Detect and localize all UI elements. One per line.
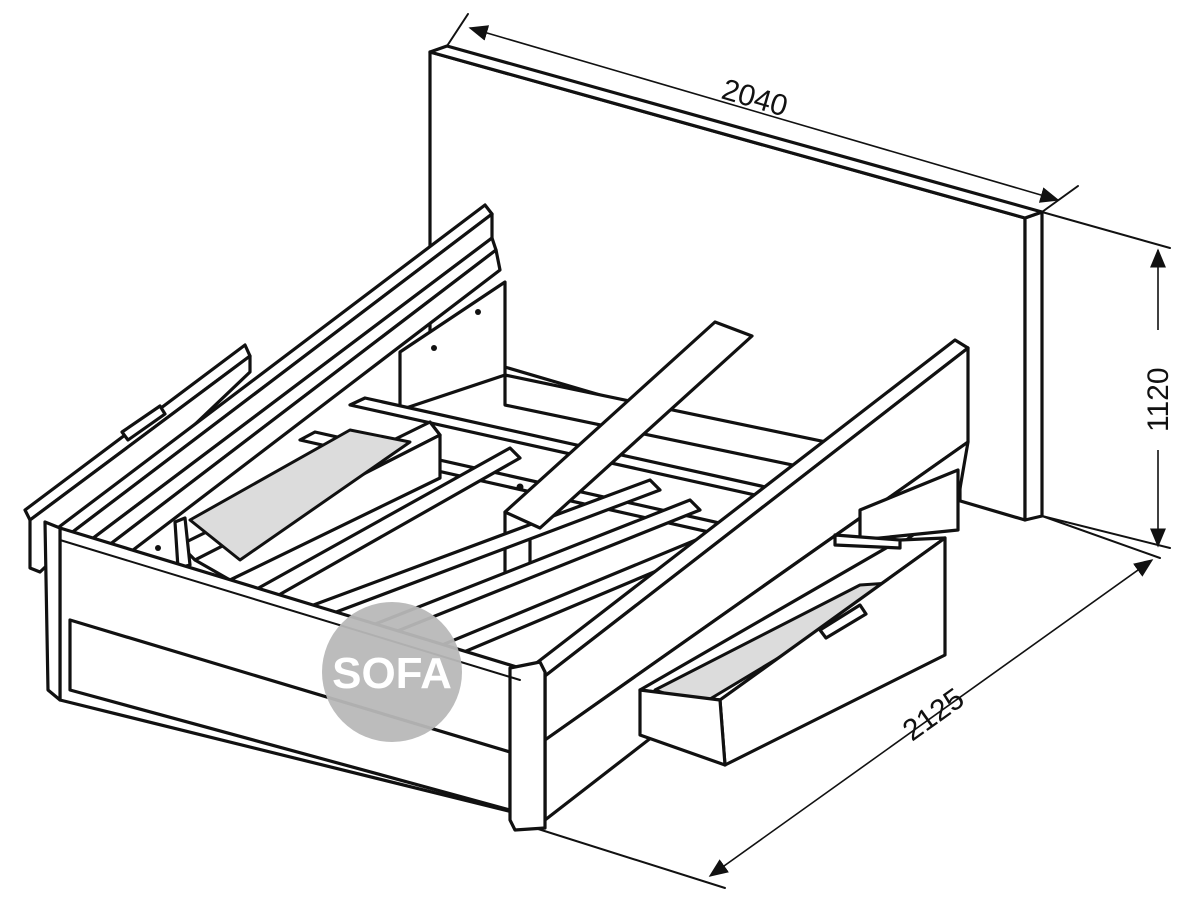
left-side-rails: [23, 203, 502, 574]
dimension-height: 1120: [1041, 211, 1175, 549]
drawer: [638, 533, 947, 767]
height-label: 1120: [1142, 367, 1175, 432]
length-label: 2125: [897, 682, 970, 748]
width-label: 2040: [718, 73, 791, 123]
logo-text: SOFA: [332, 649, 452, 698]
sofa-logo-watermark: SOFA: [322, 602, 462, 742]
storage-tray-left: [155, 428, 412, 570]
logo-circle: [322, 602, 462, 742]
footboard: [43, 520, 547, 832]
